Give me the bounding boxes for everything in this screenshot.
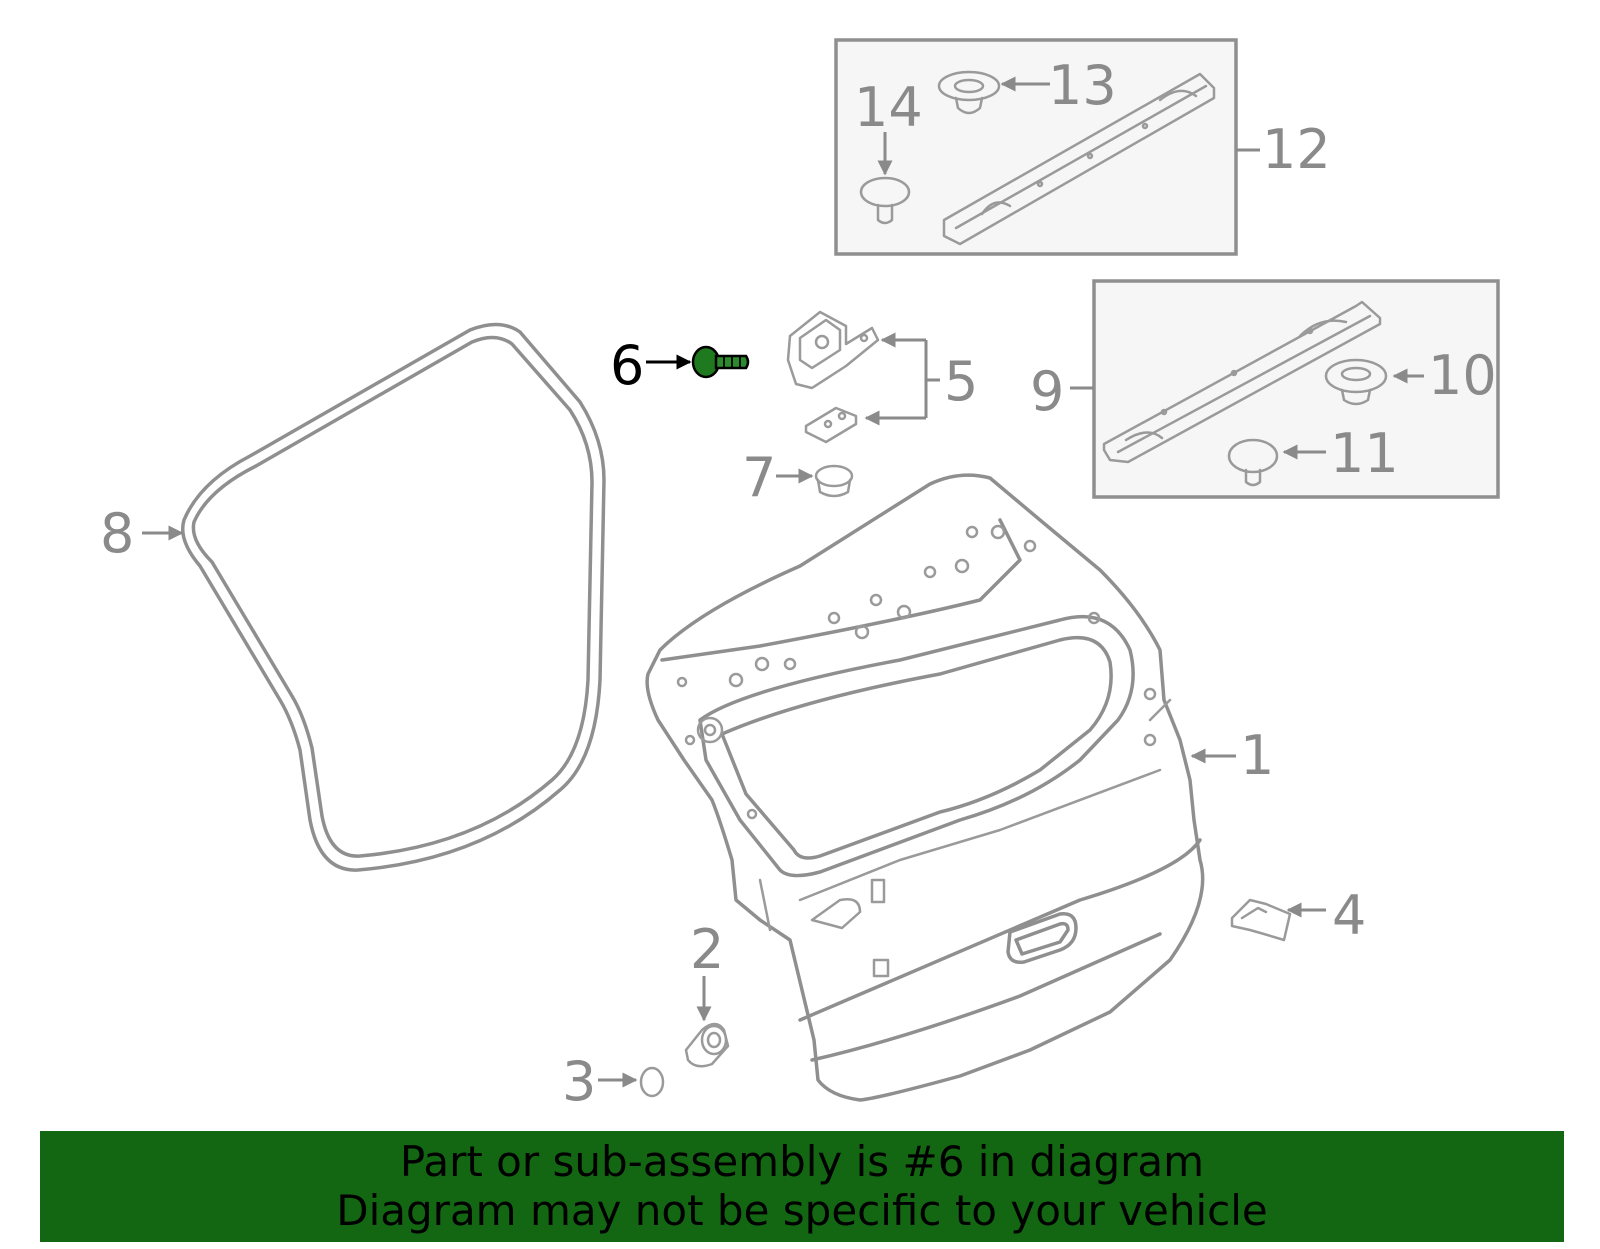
inset-box-9 — [1070, 279, 1500, 499]
reinforcement-bar-9-icon — [1102, 300, 1382, 464]
callout-12: 12 — [1262, 118, 1331, 181]
callout-13: 13 — [1048, 54, 1117, 117]
callout-5: 5 — [944, 350, 978, 413]
bracket-4-icon — [1230, 898, 1292, 942]
callout-11: 11 — [1330, 422, 1399, 485]
bumper-stop-2-icon — [684, 1022, 730, 1068]
callout-10: 10 — [1428, 344, 1497, 407]
push-clip-10-icon — [1324, 358, 1388, 406]
callout-3: 3 — [562, 1050, 596, 1113]
banner-line-disclaimer: Diagram may not be specific to your vehi… — [336, 1186, 1268, 1235]
callout-6: 6 — [610, 334, 644, 397]
reinforcement-bar-12-icon — [942, 72, 1216, 246]
callout-4: 4 — [1332, 884, 1366, 947]
callout-2: 2 — [690, 918, 724, 981]
banner-line-part: Part or sub-assembly is #6 in diagram — [399, 1137, 1205, 1186]
hinge-bolt-6-icon — [691, 345, 750, 379]
hinge-5-icon — [786, 310, 940, 444]
liftgate-panel-1-icon — [645, 473, 1205, 1102]
weatherstrip-seal-8-icon — [181, 322, 606, 872]
callout-7: 7 — [742, 446, 776, 509]
push-clip-13-icon — [937, 70, 1001, 115]
callout-9: 9 — [1030, 360, 1064, 423]
callout-14: 14 — [854, 76, 923, 139]
nut-7-icon — [814, 464, 854, 498]
push-clip-11-icon — [1227, 438, 1279, 487]
info-banner: Part or sub-assembly is #6 in diagram Di… — [40, 1131, 1564, 1242]
push-clip-14-icon — [859, 176, 911, 225]
inset-box-12 — [834, 38, 1260, 256]
callout-1: 1 — [1240, 724, 1274, 787]
grommet-3-icon — [639, 1066, 665, 1098]
callout-8: 8 — [100, 502, 134, 565]
